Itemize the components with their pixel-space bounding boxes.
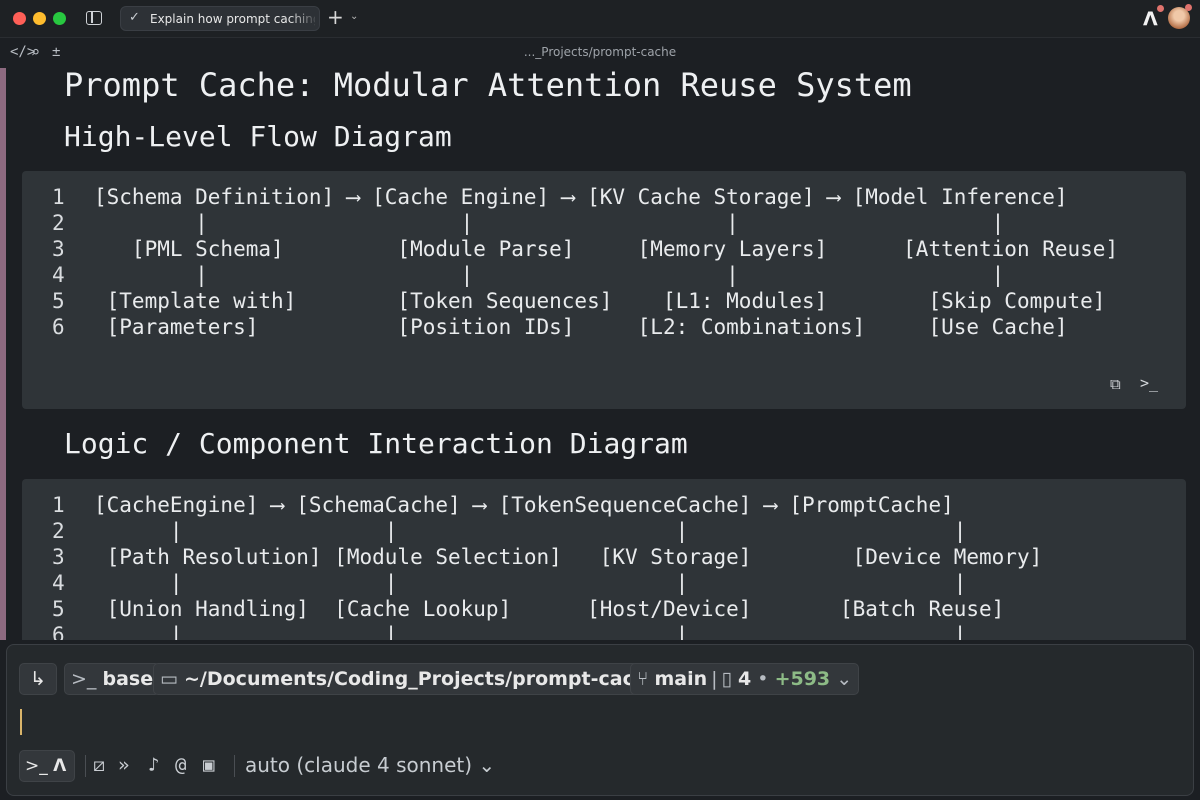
sidebar-toggle-icon[interactable] [86,11,102,25]
page-title: Prompt Cache: Modular Attention Reuse Sy… [64,66,912,104]
working-directory-chip[interactable]: ▭ ~/Documents/Coding_Projects/prompt-cac… [153,663,668,695]
text-input-cursor[interactable] [20,709,22,735]
microphone-icon[interactable]: ♪ [148,754,160,776]
search-icon[interactable]: ⌕ [31,43,41,61]
chevron-down-icon: ⌄ [830,668,853,690]
mode-toggle-chip[interactable]: >_ Λ [19,750,75,782]
image-icon[interactable]: ▣ [203,754,215,776]
agent-input-panel: ↳ >_ base ▭ ~/Documents/Coding_Projects/… [6,644,1194,796]
return-arrow-icon[interactable]: ↳ [19,663,57,695]
chevron-down-icon[interactable]: ⌄ [350,11,359,22]
section-heading-logic: Logic / Component Interaction Diagram [64,427,688,460]
avatar[interactable] [1168,7,1190,29]
breadcrumb-path: ..._Projects/prompt-cache [523,45,677,59]
folder-icon: ▭ [160,668,184,690]
avatar-notification-dot [1185,4,1192,11]
diff-icon[interactable]: ± [52,44,61,60]
chevron-down-icon: ⌄ [478,753,496,777]
block-accent-bar [0,68,6,640]
agent-mode-icon: Λ [53,756,67,776]
fast-forward-icon[interactable]: » [118,754,130,776]
section-heading-flow: High-Level Flow Diagram [64,120,452,153]
copy-icon[interactable]: ⧉ [1110,375,1121,393]
title-bar: ✓ Explain how prompt caching works + ⌄ Λ [0,0,1200,38]
new-tab-plus-icon[interactable]: + [327,5,344,29]
git-status-chip[interactable]: ⑂ main|▯ 4 • +593 ⌄ [630,663,860,695]
minimize-window-button[interactable] [33,12,46,25]
conda-env-chip[interactable]: >_ base [64,663,161,695]
slash-command-icon[interactable]: ⧄ [93,754,106,776]
close-window-button[interactable] [13,12,26,25]
git-branch-icon: ⑂ [637,668,655,690]
code-icon[interactable]: </> [10,44,36,60]
notification-dot [1157,5,1164,12]
zoom-window-button[interactable] [53,12,66,25]
tab-title: Explain how prompt caching works [150,12,315,26]
file-icon: ▯ [721,668,739,690]
code-block-flow-diagram: 1[Schema Definition] ⟶ [Cache Engine] ⟶ … [22,171,1186,409]
mention-icon[interactable]: @ [175,754,187,776]
tab-active[interactable]: ✓ Explain how prompt caching works [120,6,320,31]
warp-agent-icon[interactable]: Λ [1143,8,1158,30]
terminal-prompt-icon: >_ [71,668,103,690]
check-icon: ✓ [129,10,140,25]
code-block-logic-diagram: 1[CacheEngine] ⟶ [SchemaCache] ⟶ [TokenS… [22,479,1186,640]
model-selector[interactable]: auto (claude 4 sonnet) ⌄ [245,753,496,777]
terminal-mode-icon: >_ [25,756,48,776]
document-content: Prompt Cache: Modular Attention Reuse Sy… [6,62,1200,640]
run-in-terminal-icon[interactable]: >_ [1140,374,1159,392]
